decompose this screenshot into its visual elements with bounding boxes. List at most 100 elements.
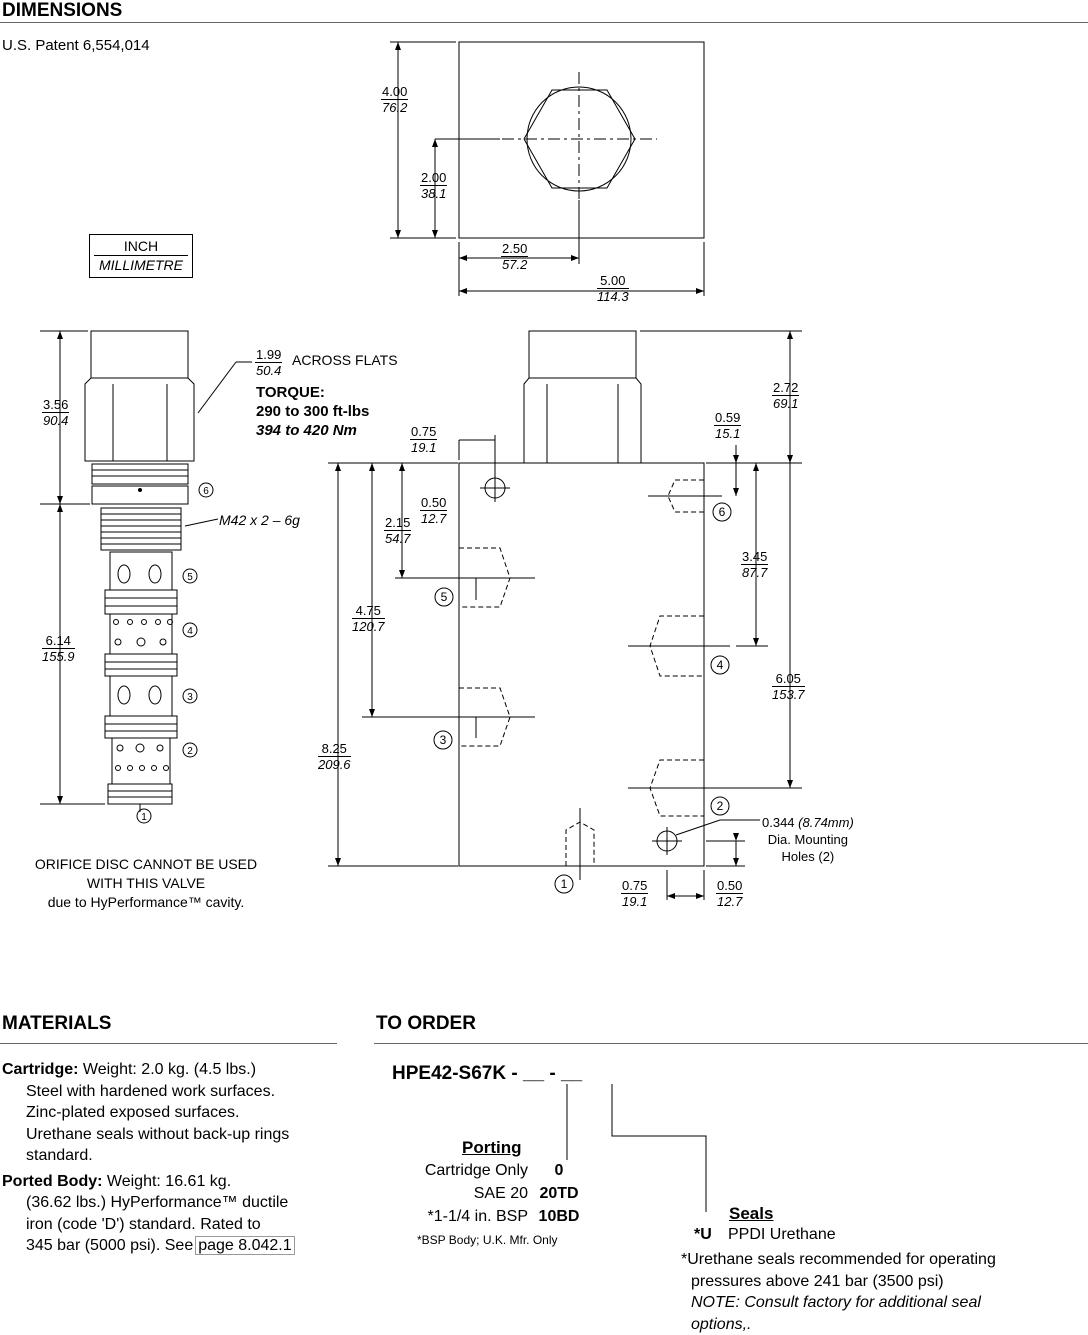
- orifice-line-1: ORIFICE DISC CANNOT BE USED: [34, 856, 258, 872]
- torque-nm: 394 to 420 Nm: [256, 422, 357, 439]
- porting-note: *BSP Body; U.K. Mfr. Only: [417, 1233, 558, 1247]
- porting-label-0: Cartridge Only: [424, 1162, 528, 1179]
- cartridge-port-2: 2: [182, 742, 198, 763]
- svg-text:3: 3: [187, 692, 193, 703]
- porting-code-2: 10BD: [538, 1208, 580, 1225]
- torque-title: TORQUE:: [256, 384, 325, 401]
- porting-title: Porting: [462, 1138, 522, 1157]
- porting-label-2: *1-1/4 in. BSP: [427, 1208, 529, 1225]
- model-code: HPE42-S67K - __ - __: [392, 1063, 583, 1084]
- units-legend: INCH MILLIMETRE: [89, 234, 193, 278]
- seal-code: *U: [694, 1226, 712, 1243]
- page-title: DIMENSIONS: [2, 0, 123, 21]
- materials-body: Cartridge: Weight: 2.0 kg. (4.5 lbs.) St…: [2, 1059, 342, 1257]
- cartridge-port-5: 5: [182, 568, 198, 589]
- orifice-note: ORIFICE DISC CANNOT BE USED WITH THIS VA…: [10, 855, 282, 912]
- note-line-2: options,.: [691, 1315, 752, 1333]
- seal-notes: *Urethane seals recommended for operatin…: [681, 1249, 996, 1335]
- cartridge-port-4: 4: [182, 622, 198, 643]
- torque-ft: 290 to 300 ft-lbs: [256, 403, 370, 420]
- svg-text:3: 3: [440, 733, 447, 747]
- body-port-1: 1: [554, 874, 574, 899]
- drawing-lines: [40, 41, 802, 900]
- porting-code-1: 20TD: [539, 1185, 579, 1202]
- porting-table: Cartridge Only 0 SAE 20 20TD *1-1/4 in. BS…: [380, 1159, 590, 1228]
- seal-label: PPDI Urethane: [728, 1226, 836, 1243]
- top-view-block: [458, 41, 705, 239]
- seal-row: *U PPDI Urethane: [694, 1226, 836, 1244]
- cartridge-port-3: 3: [182, 688, 198, 709]
- body-port-4: 4: [710, 655, 730, 680]
- body-line-3: 345 bar (5000 psi). See: [26, 1237, 194, 1254]
- cartridge-line-4: standard.: [26, 1147, 93, 1164]
- svg-text:4: 4: [187, 626, 193, 637]
- porting-label-1: SAE 20: [473, 1185, 528, 1202]
- svg-text:2: 2: [717, 799, 724, 813]
- title-rule: [0, 22, 1088, 23]
- orifice-line-2: WITH THIS VALVE: [86, 875, 206, 891]
- hole-label-1: Dia. Mounting: [767, 832, 848, 847]
- cartridge-port-1: 1: [136, 808, 152, 829]
- body-weight: Weight: 16.61 kg.: [106, 1172, 232, 1190]
- seal-note-1: *Urethane seals recommended for operatin…: [681, 1251, 996, 1268]
- seal-note-2: pressures above 241 bar (3500 psi): [691, 1272, 944, 1290]
- materials-title: MATERIALS: [2, 1013, 112, 1034]
- legend-inch: INCH: [94, 237, 188, 256]
- materials-rule: [0, 1043, 337, 1044]
- body-port-5: 5: [434, 587, 454, 612]
- svg-text:6: 6: [719, 505, 726, 519]
- across-flats-label: ACROSS FLATS: [292, 352, 398, 368]
- svg-text:4: 4: [717, 658, 724, 672]
- order-rule: [374, 1043, 1088, 1044]
- hole-callout: 0.344 (8.74mm) Dia. Mounting Holes (2): [762, 814, 854, 865]
- thread-label: M42 x 2 – 6g: [219, 512, 300, 528]
- legend-mm: MILLIMETRE: [98, 257, 183, 273]
- svg-text:1: 1: [561, 877, 568, 891]
- hole-label-2: Holes (2): [781, 849, 835, 864]
- order-title: TO ORDER: [376, 1013, 476, 1034]
- cartridge-line-3: Urethane seals without back-up rings: [26, 1125, 290, 1143]
- order-leaders: [566, 1084, 707, 1212]
- torque-block: TORQUE: 290 to 300 ft-lbs 394 to 420 Nm: [256, 383, 369, 440]
- porting-code-0: 0: [554, 1162, 564, 1179]
- orifice-line-3: due to HyPerformance™ cavity.: [47, 894, 245, 910]
- cartridge-label: Cartridge:: [2, 1061, 79, 1078]
- body-port-2: 2: [710, 796, 730, 821]
- body-line-2: iron (code 'D') standard. Rated to: [26, 1215, 261, 1233]
- seals-title: Seals: [729, 1204, 774, 1223]
- note-line-1: NOTE: Consult factory for additional sea…: [691, 1294, 981, 1311]
- body-line-1: (36.62 lbs.) HyPerformance™ ductile: [26, 1194, 289, 1211]
- svg-text:6: 6: [203, 486, 209, 497]
- body-port-3: 3: [433, 730, 453, 755]
- cartridge-line-1: Steel with hardened work surfaces.: [26, 1082, 276, 1100]
- svg-text:1: 1: [141, 812, 147, 823]
- cartridge-line-2: Zinc-plated exposed surfaces.: [26, 1104, 240, 1121]
- cartridge-weight: Weight: 2.0 kg. (4.5 lbs.): [82, 1061, 257, 1078]
- cartridge-port-6: 6: [198, 482, 214, 503]
- body-port-6: 6: [712, 502, 732, 527]
- hole-mm: (8.74mm): [798, 815, 854, 830]
- svg-text:5: 5: [187, 572, 193, 583]
- patent-text: U.S. Patent 6,554,014: [2, 37, 150, 54]
- body-label: Ported Body:: [2, 1172, 103, 1190]
- hole-size: 0.344: [762, 815, 795, 830]
- svg-text:2: 2: [187, 746, 193, 757]
- page-link[interactable]: page 8.042.1: [195, 1236, 295, 1255]
